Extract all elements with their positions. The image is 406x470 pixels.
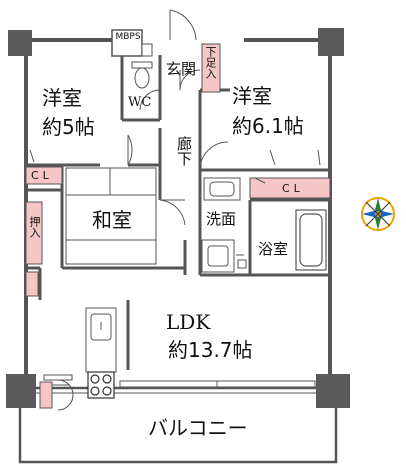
closet-rails bbox=[29, 149, 321, 184]
tatami-lines bbox=[65, 167, 157, 265]
shoe-box-label: 下足入 bbox=[204, 46, 217, 79]
western-room-2-name: 洋室 bbox=[232, 84, 272, 108]
closet-2-label: CL bbox=[282, 182, 304, 195]
storage-areas bbox=[25, 43, 331, 409]
entrance-label: 玄関 bbox=[166, 60, 197, 78]
stove-icon bbox=[87, 371, 115, 399]
toilet-label: WC bbox=[128, 95, 152, 110]
washbasin-icon bbox=[201, 177, 247, 273]
balcony-windows bbox=[43, 374, 316, 388]
hallway-label: 廊下 bbox=[175, 136, 193, 166]
structural-columns bbox=[6, 28, 350, 408]
western-room-1-size: 約5帖 bbox=[42, 115, 95, 139]
western-room-1-name: 洋室 bbox=[42, 86, 82, 110]
western-room-2-size: 約6.1帖 bbox=[232, 114, 304, 138]
compass-rose-icon bbox=[361, 197, 395, 231]
door-swings bbox=[40, 9, 229, 411]
balcony-outline bbox=[18, 386, 338, 464]
japanese-room-name: 和室 bbox=[92, 208, 132, 232]
mbps-label: MBPS bbox=[115, 32, 141, 42]
ldk-size: 約13.7帖 bbox=[168, 338, 253, 362]
kitchen-counter bbox=[85, 307, 117, 373]
balcony-label: バルコニー bbox=[148, 416, 248, 440]
mbps-box bbox=[111, 29, 153, 57]
ldk-name: LDK bbox=[166, 310, 211, 334]
bathtub-icon bbox=[295, 209, 327, 271]
oshiire-label: 押入 bbox=[28, 216, 41, 238]
bathroom-label: 浴室 bbox=[258, 240, 289, 258]
toilet-icon bbox=[131, 61, 153, 89]
closet-1-label: CL bbox=[31, 169, 53, 182]
washroom-label: 洗面 bbox=[206, 210, 237, 228]
